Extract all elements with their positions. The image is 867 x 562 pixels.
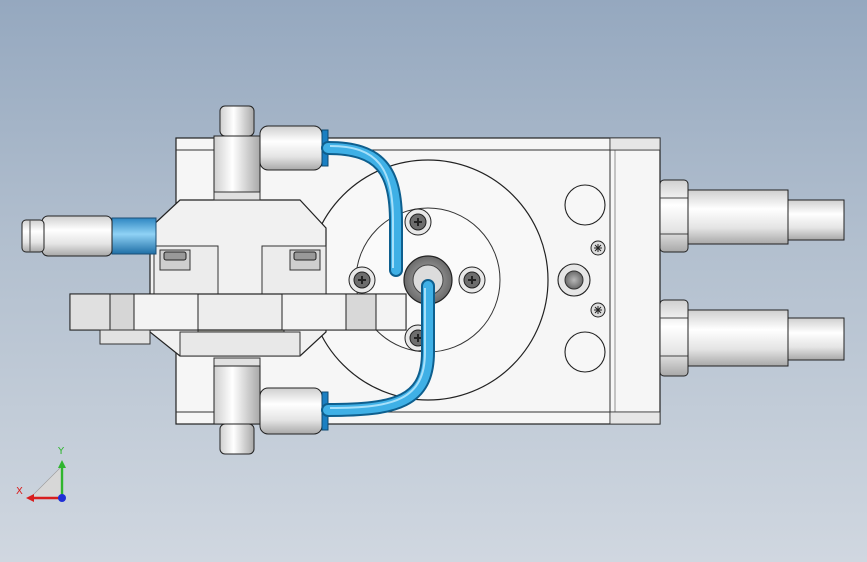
pneumatic-tube-bottom [321,279,435,417]
y-axis-label: Y [57,446,65,457]
left-fitting [21,215,157,257]
body-right-features [557,184,606,373]
coordinate-triad: X Y [16,446,66,502]
left-bracket [149,199,327,357]
gripper-bar [69,293,407,345]
x-axis-label: X [16,486,23,497]
pneumatic-tube-top [321,141,403,277]
right-shock-absorber-bottom [659,299,845,377]
right-shock-absorber-top [659,179,845,253]
